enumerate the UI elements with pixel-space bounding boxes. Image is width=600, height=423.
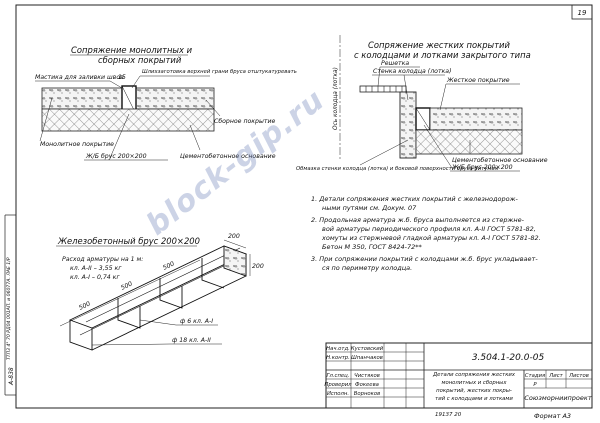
- note-line-3: 2. Продольная арматура ж.б. бруса выполн…: [311, 216, 525, 224]
- section2-label-base: Цементобетонное основание: [452, 156, 548, 164]
- note-line-7: 3. При сопряжении покрытий с колодцами ж…: [311, 255, 538, 263]
- title-block: [325, 342, 593, 409]
- org-name: Союзморниипроект: [524, 394, 591, 402]
- section2-label-wall: Стенка колодца (лотка): [373, 68, 452, 75]
- section1-monolithic-layer: [41, 87, 123, 110]
- note-line-1: 1. Детали сопряжения жестких покрытий с …: [311, 195, 518, 203]
- section1-title-line2: сборных покрытий: [98, 55, 182, 65]
- section1-detail: Сопряжение монолитных и сборных покрытий…: [35, 45, 297, 161]
- description-line-2: монолитных и сборных: [441, 380, 507, 386]
- section3-consumption-1: кл. А-II – 3,55 кг: [70, 265, 122, 272]
- description-line-4: тий с колодцами и лотками: [435, 396, 513, 402]
- sheets-header: Листов: [568, 373, 589, 379]
- section3-dim-side: 200: [252, 263, 264, 270]
- role-5: Исполн.: [327, 391, 349, 397]
- note-line-2: ными путями см. Докум. 07: [322, 204, 417, 212]
- section2-title-line1: Сопряжение жестких покрытий: [368, 40, 510, 50]
- section1-dim-15: 15: [118, 74, 126, 81]
- bottom-code: 19137 20: [435, 412, 462, 418]
- name-4: Фокеева: [355, 382, 379, 388]
- section1-title-line1: Сопряжение монолитных и: [71, 45, 193, 55]
- doc-code: 3.504.1-20.0-05: [472, 353, 545, 363]
- name-5: Ворноков: [354, 391, 381, 397]
- stage-header: Стадия: [525, 373, 546, 379]
- section2-detail: Сопряжение жестких покрытий с колодцами …: [296, 35, 548, 172]
- note-line-8: ся по периметру колодца.: [322, 264, 412, 272]
- section3-dim-3: 500: [162, 260, 176, 271]
- section2-label-wall-note: Обмазка стенки колодца (лотка) и боковой…: [296, 166, 499, 172]
- note-line-5: хомуты из стержневой гладкой арматуры кл…: [321, 234, 541, 242]
- section1-label-precast: Сборное покрытие: [214, 117, 275, 125]
- role-3: Гл.спец.: [327, 373, 350, 379]
- section3-title: Железобетонный брус 200×200: [57, 236, 200, 246]
- name-3: Чистяков: [354, 373, 380, 379]
- section3-dim-2: 500: [120, 280, 134, 291]
- role-2: Н.контр.: [326, 355, 350, 361]
- role-1: Нач.отд.: [326, 346, 350, 352]
- notes-block: 1. Детали сопряжения жестких покрытий с …: [311, 195, 541, 272]
- section1-base-layer: [41, 108, 215, 132]
- section1-precast-layer: [135, 87, 215, 110]
- left-stamp-code: А-838: [8, 367, 15, 386]
- section2-grate: [359, 85, 407, 93]
- role-4: Проверил: [324, 382, 352, 388]
- section3-detail: Железобетонный брус 200×200 Расход армат…: [56, 233, 264, 351]
- section1-label-mastic: Мастика для заливки швов: [35, 74, 124, 81]
- section2-label-axis: Ось колодца (лотка): [333, 67, 339, 130]
- section3-rebar-1: ф 6 кл. А-I: [180, 318, 213, 325]
- stage-value: Р: [533, 382, 537, 388]
- note-line-4: вой арматуры периодического профиля кл. …: [322, 225, 536, 233]
- name-1: Кустовский: [351, 346, 384, 352]
- section2-title-line2: с колодцами и лотками закрытого типа: [354, 50, 531, 60]
- section3-dim-1: 500: [78, 300, 92, 311]
- section1-label-monolithic: Монолитное покрытие: [40, 141, 114, 148]
- section3-consumption-title: Расход арматуры на 1 м:: [62, 256, 143, 263]
- section2-label-hard-cover: Жесткое покрытие: [446, 77, 510, 84]
- section2-well-wall: [399, 91, 417, 159]
- section1-label-beam: Ж/Б брус 200×200: [85, 152, 147, 160]
- section3-rebar-2: ф 18 кл. А-II: [172, 337, 211, 344]
- description-line-3: покрытий, жестких покры-: [436, 388, 512, 394]
- section3-dim-top: 200: [228, 233, 240, 240]
- sheet-header: Лист: [548, 373, 563, 379]
- sheet-frame: [15, 4, 593, 409]
- left-stamp-text: ТТП3 4" 70 РД04 001АП. и 06077А. ЛАЕ 1/Р: [6, 257, 12, 360]
- section2-label-grate: Решетка: [381, 60, 409, 67]
- section2-base-layer: [415, 129, 523, 155]
- note-line-6: Бетон М 350, ГОСТ 8424-72**: [322, 243, 422, 251]
- name-2: Шпанчаков: [351, 355, 383, 361]
- section2-hard-cover: [429, 107, 523, 131]
- description-line-1: Детали сопряжения жестких: [432, 372, 516, 378]
- section1-label-edge: Шлихзаготовка верхней грани бруса отштук…: [142, 69, 297, 75]
- section1-label-base: Цементобетонное основание: [180, 152, 276, 160]
- page-number: 19: [578, 9, 587, 17]
- section2-label-beam: Ж/Б брус 200×200: [451, 163, 513, 171]
- page-number-box: [571, 4, 593, 20]
- format-label: Формат А3: [534, 412, 571, 420]
- section3-beam-end: [223, 245, 247, 277]
- section3-consumption-2: кл. А-I – 0,74 кг: [70, 274, 120, 281]
